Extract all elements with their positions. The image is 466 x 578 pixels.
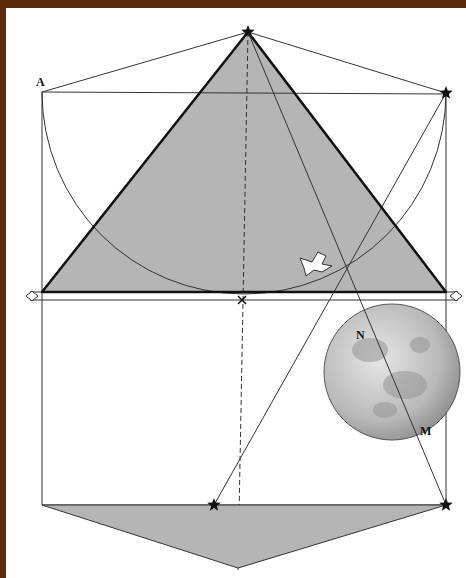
side-line bbox=[42, 92, 43, 505]
base-end bbox=[26, 291, 38, 301]
bird bbox=[300, 252, 332, 276]
paper bbox=[6, 8, 466, 578]
star-marker bbox=[207, 498, 220, 511]
point-label: N bbox=[356, 329, 365, 341]
side-line bbox=[446, 93, 447, 505]
base-end bbox=[450, 291, 462, 301]
moon-maria bbox=[352, 337, 430, 418]
triangle-fill bbox=[42, 32, 446, 292]
point-label: A bbox=[36, 76, 45, 88]
top-line bbox=[42, 92, 446, 94]
stars bbox=[207, 25, 452, 511]
star-marker bbox=[439, 86, 452, 99]
star-marker bbox=[241, 25, 254, 38]
diagonal-line bbox=[248, 32, 446, 505]
bottom-triangle bbox=[42, 505, 446, 568]
diagonal-line bbox=[214, 93, 446, 505]
center-mark bbox=[238, 296, 246, 304]
star-marker bbox=[439, 498, 452, 511]
base-line bbox=[30, 300, 458, 301]
semicircle bbox=[42, 92, 446, 294]
point-label: M bbox=[420, 425, 431, 437]
apex-line bbox=[42, 32, 248, 92]
triangle-outline bbox=[42, 32, 446, 292]
apex-line bbox=[248, 32, 446, 93]
axis-line bbox=[238, 32, 248, 570]
moon bbox=[324, 304, 460, 440]
